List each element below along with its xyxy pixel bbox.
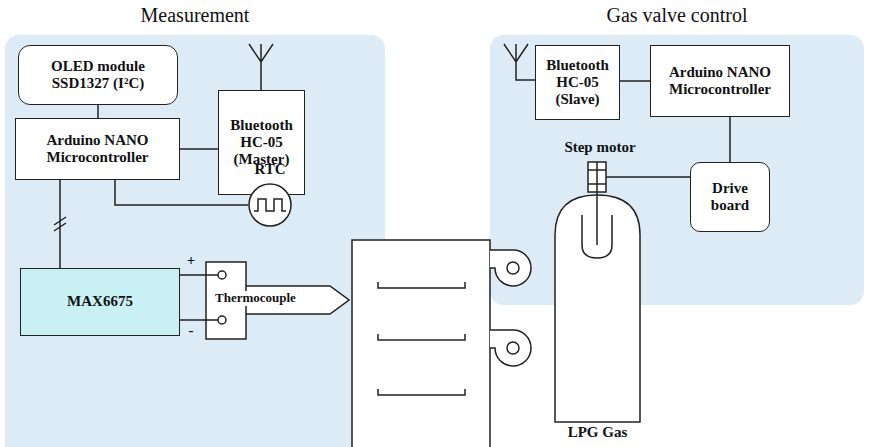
rtc-clock: RTC (248, 183, 292, 227)
connector-line (97, 105, 99, 118)
part-label: LPG Gas (550, 424, 645, 441)
driver-box: Drive board (690, 162, 770, 232)
fan-symbol (490, 330, 531, 366)
connector-line (180, 275, 205, 320)
clock-circle (248, 183, 292, 227)
terminal-screw (218, 271, 226, 279)
display-module-box: OLED module SSD1327 (I²C) (18, 45, 178, 105)
connector-line (115, 180, 248, 205)
connector-line (180, 148, 218, 150)
antenna-symbol (504, 44, 535, 80)
polarity-label: - (183, 322, 199, 339)
thermocouple-probe: Thermocouple (205, 258, 350, 343)
node-text: Thermocouple (213, 291, 298, 306)
node-text: Arduino NANO Microcontroller (656, 64, 784, 99)
fan-symbol (507, 342, 519, 354)
fan-symbol (490, 250, 531, 286)
antenna-symbol (249, 44, 273, 90)
fan-symbol (507, 262, 519, 274)
microcontroller-box: Arduino NANO Microcontroller (650, 45, 790, 117)
region-panel: MeasurementOLED module SSD1327 (I²C)Ardu… (5, 35, 385, 447)
node-text: Arduino NANO Microcontroller (21, 132, 174, 167)
part-label: Step motor (545, 139, 655, 156)
node-text: Bluetooth HC-05 (Master) (224, 117, 299, 169)
node-text: OLED module SSD1327 (I²C) (24, 58, 172, 93)
converter-box: MAX6675 (20, 268, 180, 336)
terminal-screw (218, 316, 226, 324)
node-text: MAX6675 (67, 293, 133, 310)
region-panel: Gas valve controlBluetooth HC-05 (Slave)… (490, 35, 864, 305)
oven-shelf (378, 282, 465, 395)
bluetooth-box: Bluetooth HC-05 (Master) (218, 90, 305, 195)
polarity-label: + (183, 252, 199, 269)
clock-wave (254, 199, 286, 211)
bluetooth-box: Bluetooth HC-05 (Slave) (535, 45, 620, 120)
connector-line (729, 117, 731, 162)
connector-line (54, 180, 66, 268)
node-text: Drive board (696, 180, 764, 215)
region-heading: Gas valve control (490, 4, 864, 27)
region-heading: Measurement (5, 4, 385, 27)
clock-wave (254, 199, 286, 211)
clock-circle (249, 184, 291, 226)
tank-valve (582, 192, 612, 258)
oven-body (352, 240, 490, 447)
node-text: Bluetooth HC-05 (Slave) (541, 57, 614, 109)
connector-line (620, 80, 650, 82)
microcontroller-box: Arduino NANO Microcontroller (15, 118, 180, 180)
motor-shaft (588, 162, 690, 192)
node-text: RTC (223, 161, 317, 178)
